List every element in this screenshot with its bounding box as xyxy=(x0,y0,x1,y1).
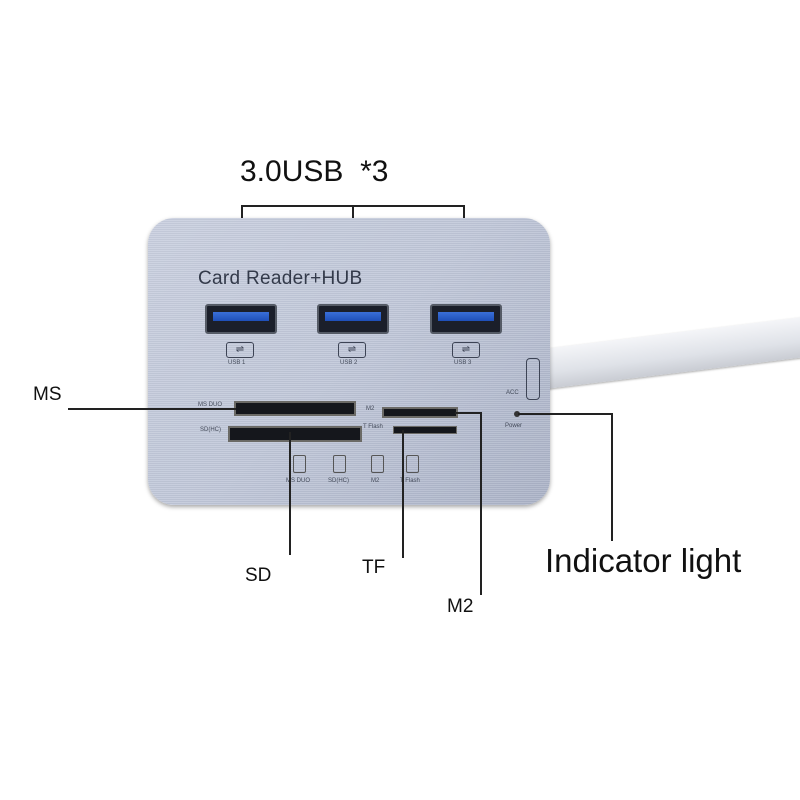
usb-cable xyxy=(517,313,800,392)
usb-icon: ⇌ xyxy=(226,342,254,358)
usb-port-2[interactable] xyxy=(317,304,389,334)
ms-slot-label: MS DUO xyxy=(198,402,222,408)
usb-port-3[interactable] xyxy=(430,304,502,334)
sd-slot-label: SD(HC) xyxy=(200,427,221,433)
acc-indicator xyxy=(526,358,540,400)
usb-icon: ⇌ xyxy=(338,342,366,358)
ms-slot[interactable] xyxy=(234,401,356,416)
sd-leader xyxy=(289,432,291,555)
indicator-leader-h xyxy=(518,413,613,415)
tf-callout: TF xyxy=(362,557,386,578)
usb-icon: ⇌ xyxy=(452,342,480,358)
usb-callout-label: 3.0USB xyxy=(240,155,344,188)
usb-callout: 3.0USB *3 xyxy=(240,155,388,189)
usb2-label: USB 2 xyxy=(340,360,358,366)
m2-leader-h xyxy=(455,412,482,414)
ms-icon-label: MS DUO xyxy=(286,478,310,484)
sd-slot[interactable] xyxy=(228,426,362,442)
m2-icon-label: M2 xyxy=(371,478,380,484)
m2-leader-v xyxy=(480,412,482,595)
card-reader-hub: Card Reader+HUB ⇌ ⇌ ⇌ USB 1 USB 2 USB 3 … xyxy=(148,218,550,505)
usb3-label: USB 3 xyxy=(454,360,472,366)
sd-icon-label: SD(HC) xyxy=(328,478,349,484)
usb-callout-count: *3 xyxy=(360,155,389,188)
power-label: Power xyxy=(505,423,523,429)
indicator-callout: Indicator light xyxy=(545,542,742,579)
indicator-leader-v xyxy=(611,413,613,541)
usb-port-1[interactable] xyxy=(205,304,277,334)
ms-leader xyxy=(68,408,236,410)
hub-title: Card Reader+HUB xyxy=(198,268,363,289)
tf-leader xyxy=(402,430,404,558)
m2-callout: M2 xyxy=(447,596,474,617)
usb1-label: USB 1 xyxy=(228,360,246,366)
sd-card-icon xyxy=(333,455,346,473)
ms-card-icon xyxy=(293,455,306,473)
tf-card-icon xyxy=(406,455,419,473)
tf-icon-label: T Flash xyxy=(400,478,420,484)
m2-card-icon xyxy=(371,455,384,473)
m2-slot-label: M2 xyxy=(366,406,375,412)
m2-slot[interactable] xyxy=(382,407,458,418)
sd-callout: SD xyxy=(245,565,272,586)
power-led xyxy=(514,411,520,417)
tf-slot[interactable] xyxy=(393,426,457,434)
acc-label: ACC xyxy=(506,390,519,396)
ms-callout: MS xyxy=(33,384,62,405)
tf-slot-label: T Flash xyxy=(363,424,383,430)
